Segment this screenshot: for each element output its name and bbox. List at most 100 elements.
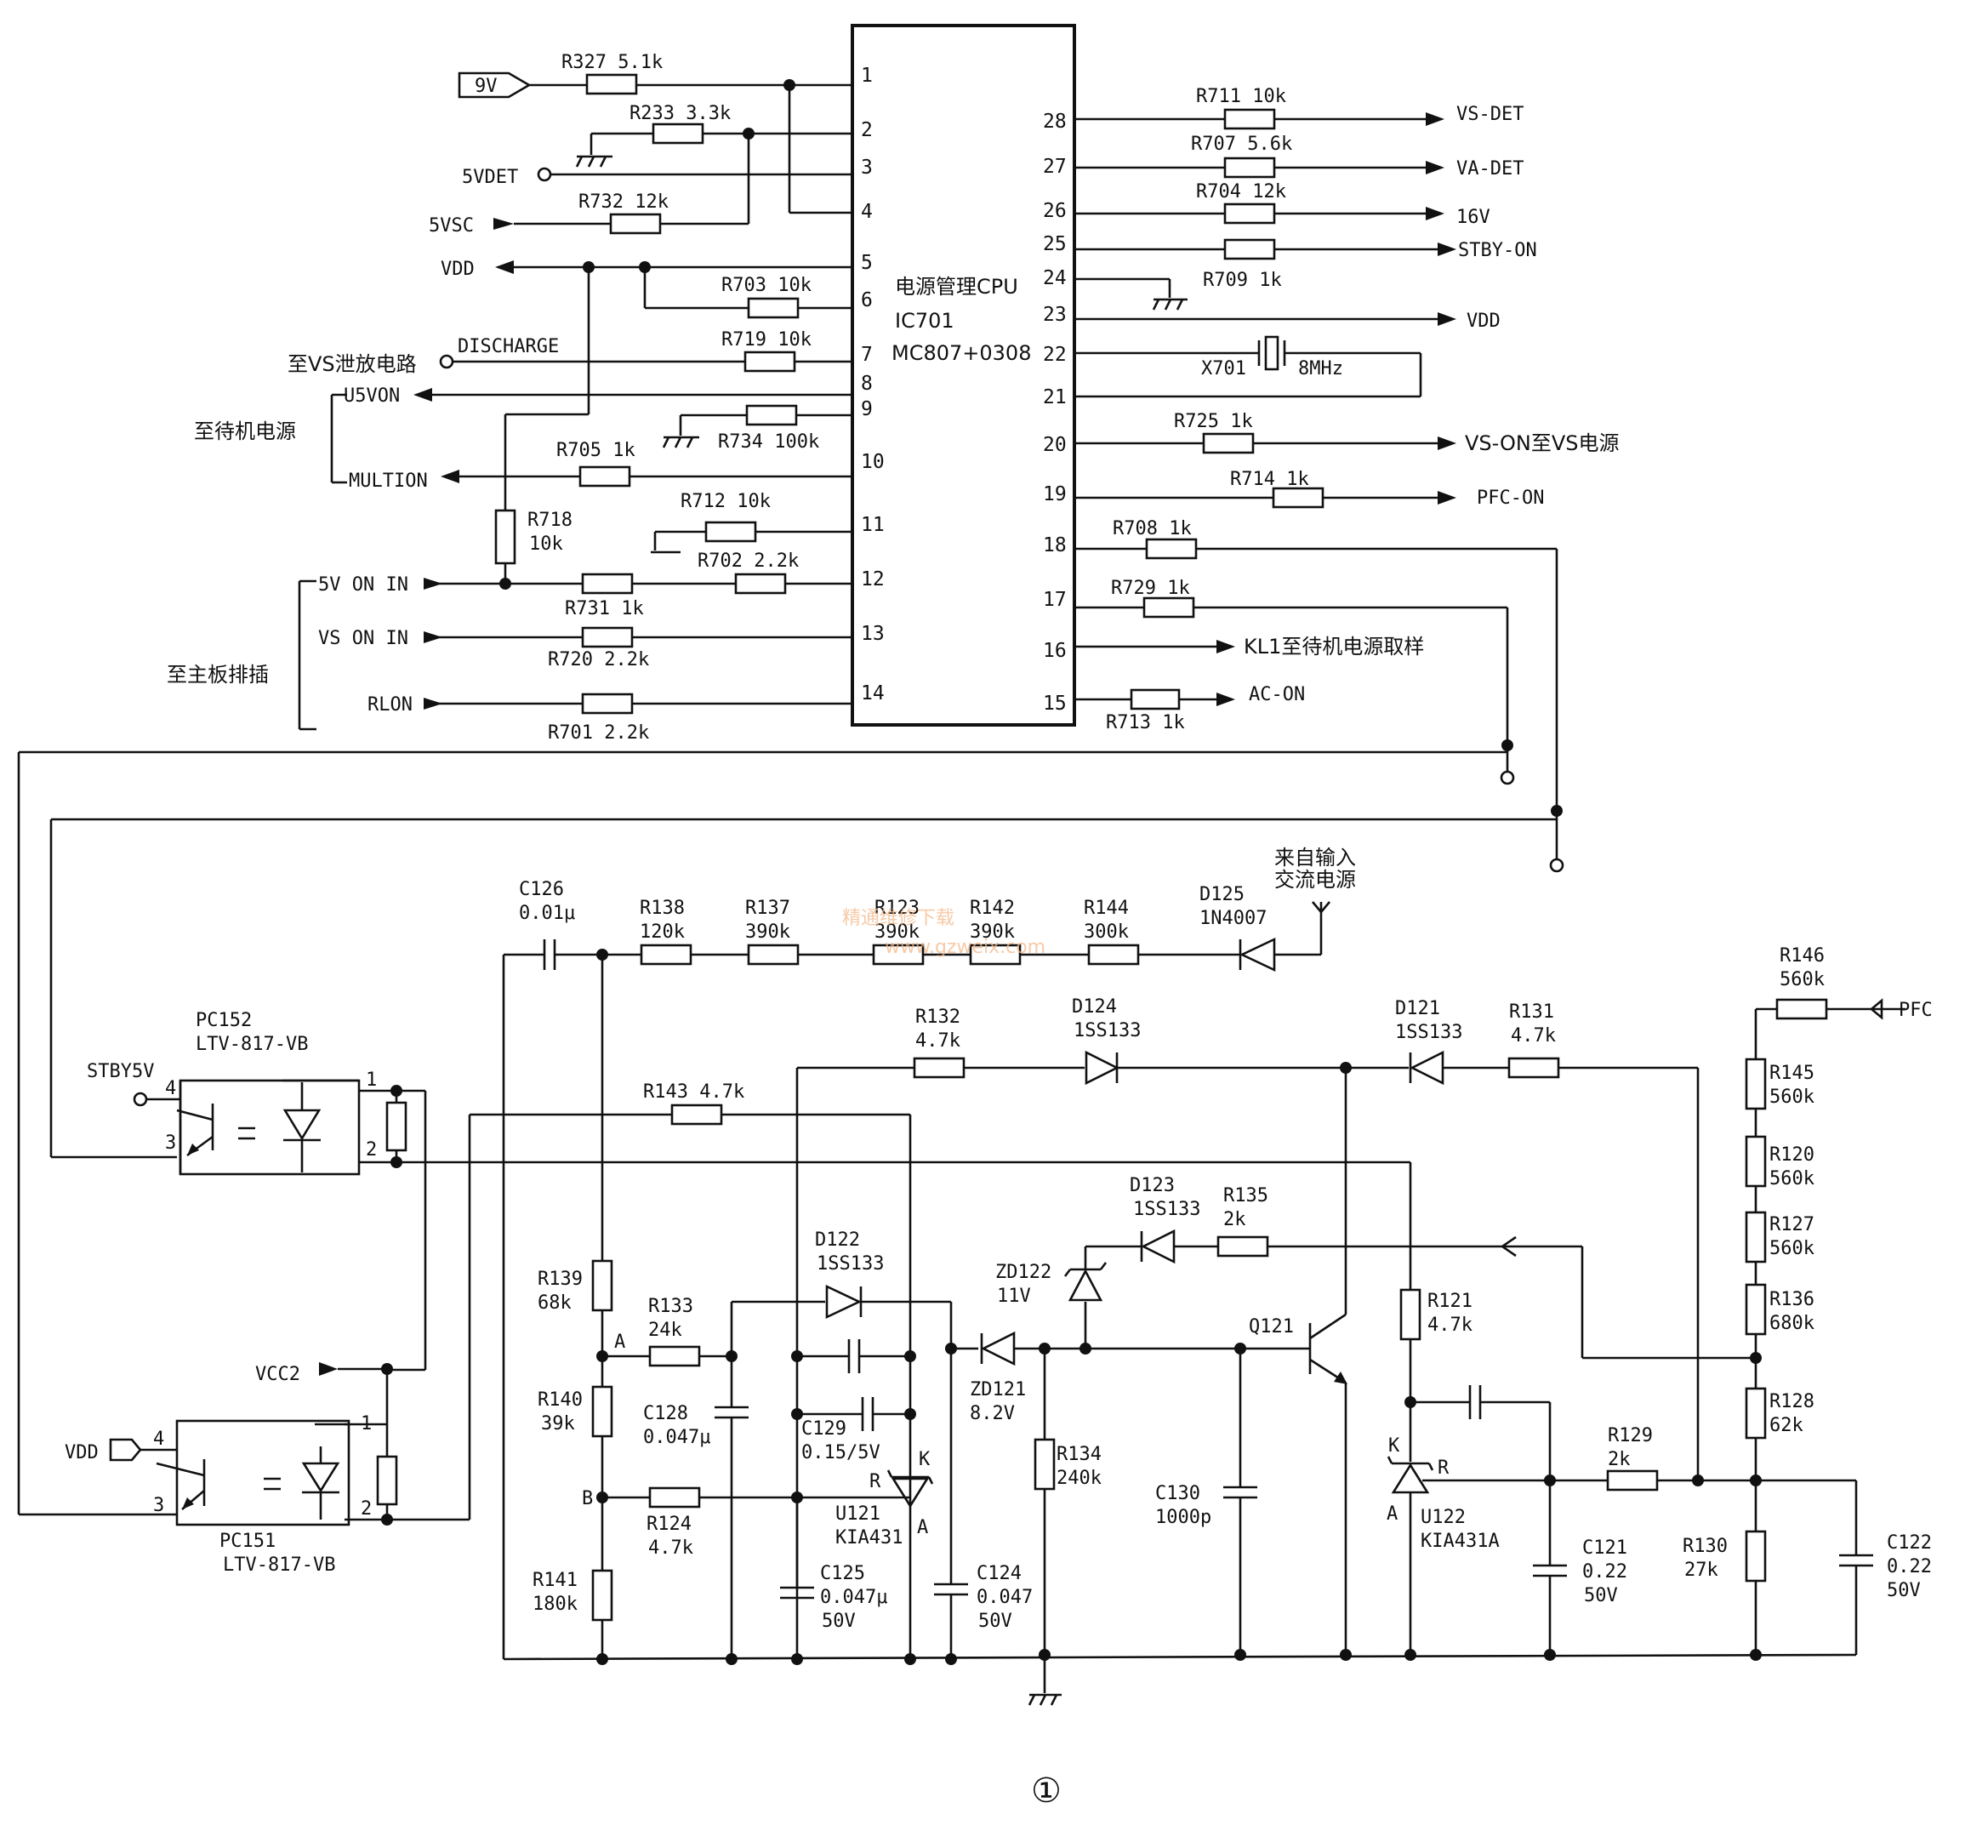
- ic-pin-3: 3: [861, 157, 873, 179]
- label-r701: R701 2.2k: [548, 722, 649, 744]
- label-r130a: R130: [1683, 1536, 1728, 1557]
- label-r718b: 10k: [529, 533, 563, 555]
- label-r714: R714 1k: [1230, 469, 1309, 490]
- label-kl1: KL1至待机电源取样: [1244, 635, 1424, 659]
- label-d125b: 1N4007: [1199, 908, 1267, 929]
- label-r734: R734 100k: [718, 431, 819, 453]
- label-zd121b: 8.2V: [970, 1403, 1015, 1424]
- label-c124a: C124: [977, 1563, 1022, 1584]
- figure-number: ①: [1031, 1771, 1062, 1811]
- label-d123a: D123: [1130, 1175, 1175, 1196]
- ic-pin-18: 18: [1043, 534, 1067, 556]
- label-pfc: PFC: [1899, 1000, 1933, 1021]
- label-16v: 16V: [1456, 207, 1490, 228]
- label-r141b: 180k: [533, 1594, 578, 1615]
- label-u121an: A: [917, 1517, 928, 1538]
- label-5v-on-in: 5V ON IN: [318, 574, 408, 596]
- ic-pin-24: 24: [1043, 267, 1067, 289]
- ic-pin-9: 9: [861, 398, 873, 420]
- ic-pin-7: 7: [861, 344, 873, 366]
- label-u122k: K: [1388, 1435, 1400, 1457]
- label-pc151b: LTV-817-VB: [223, 1554, 335, 1576]
- label-d122b: 1SS133: [817, 1253, 884, 1275]
- pc151-pin2: 2: [361, 1498, 372, 1520]
- label-to-mainboard: 至主板排插: [167, 663, 269, 687]
- label-u122r: R: [1438, 1457, 1450, 1479]
- signal-labels: 9V 5VDET 5VSC VDD 至VS泄放电路 DISCHARGE U5VO…: [65, 76, 1933, 1463]
- label-vs-on-in: VS ON IN: [318, 628, 408, 649]
- pc152-pin2: 2: [366, 1139, 377, 1161]
- label-r127b: 560k: [1769, 1238, 1814, 1259]
- label-r140a: R140: [538, 1389, 583, 1411]
- watermark-text: 精通维修下载: [842, 908, 954, 929]
- label-c125c: 50V: [822, 1611, 856, 1632]
- label-r133b: 24k: [648, 1320, 682, 1341]
- label-va-det: VA-DET: [1456, 158, 1524, 180]
- ic-pin-26: 26: [1043, 200, 1067, 222]
- label-r120a: R120: [1769, 1144, 1814, 1166]
- ic-pin-25: 25: [1043, 233, 1067, 255]
- pc152-pin3: 3: [165, 1132, 176, 1154]
- label-r725: R725 1k: [1174, 411, 1253, 432]
- label-r138b: 120k: [640, 921, 685, 943]
- ic-pin-16: 16: [1043, 640, 1067, 662]
- label-ac-in-1: 来自输入: [1274, 846, 1356, 870]
- label-c125a: C125: [820, 1563, 865, 1584]
- pc151-pin4: 4: [153, 1429, 164, 1450]
- label-c124b: 0.047: [977, 1587, 1033, 1608]
- label-r129b: 2k: [1608, 1449, 1631, 1470]
- ic-left-wiring: [298, 71, 852, 731]
- label-u121b: KIA431: [835, 1527, 903, 1549]
- label-vcc2: VCC2: [255, 1364, 300, 1385]
- label-r731: R731 1k: [565, 598, 644, 619]
- label-r704: R704 12k: [1196, 181, 1286, 202]
- label-r708: R708 1k: [1113, 518, 1192, 539]
- ic-pin-17: 17: [1043, 589, 1067, 611]
- label-r133a: R133: [648, 1296, 693, 1317]
- label-pc152a: PC152: [196, 1010, 252, 1031]
- label-r128b: 62k: [1769, 1415, 1803, 1436]
- ic-pin-28: 28: [1043, 111, 1067, 133]
- label-r129a: R129: [1608, 1425, 1653, 1446]
- label-r128a: R128: [1769, 1391, 1814, 1412]
- label-c128a: C128: [643, 1403, 688, 1424]
- label-9v: 9V: [475, 76, 498, 97]
- label-r719: R719 10k: [721, 329, 812, 351]
- ic-pin-10: 10: [861, 451, 885, 473]
- ic-pin-21: 21: [1043, 386, 1067, 408]
- label-c125b: 0.047μ: [820, 1587, 887, 1608]
- label-mhz: 8MHz: [1298, 358, 1343, 379]
- label-r233: R233 3.3k: [629, 103, 731, 124]
- label-r135a: R135: [1223, 1185, 1268, 1206]
- label-r146a: R146: [1780, 945, 1825, 967]
- component-labels: R327 5.1k R233 3.3k R732 12k R703 10k R7…: [153, 52, 1932, 1632]
- label-r705: R705 1k: [556, 440, 635, 461]
- label-d124b: 1SS133: [1074, 1020, 1141, 1041]
- pc151-pin1: 1: [361, 1413, 372, 1434]
- ic-pin-11: 11: [861, 514, 885, 536]
- label-pc151a: PC151: [219, 1531, 276, 1552]
- ic-pin-4: 4: [861, 201, 873, 223]
- ic-pin-2: 2: [861, 119, 873, 141]
- pc151-pin3: 3: [153, 1495, 164, 1516]
- ic-pin-22: 22: [1043, 344, 1067, 366]
- label-c130a: C130: [1155, 1483, 1200, 1504]
- ic-pin-14: 14: [861, 682, 885, 704]
- label-c126b: 0.01μ: [519, 903, 575, 924]
- label-r124b: 4.7k: [648, 1537, 693, 1559]
- ic-pin-1: 1: [861, 65, 873, 87]
- label-r720: R720 2.2k: [548, 649, 649, 670]
- label-r141a: R141: [533, 1570, 578, 1591]
- label-r139a: R139: [538, 1269, 583, 1290]
- watermark-url: www.gzweix.com: [885, 937, 1045, 958]
- label-r713: R713 1k: [1106, 712, 1185, 733]
- label-r136b: 680k: [1769, 1313, 1814, 1334]
- label-d122a: D122: [815, 1229, 860, 1251]
- label-to-vs-discharge: 至VS泄放电路: [288, 352, 417, 376]
- label-d123b: 1SS133: [1133, 1199, 1200, 1220]
- label-q121: Q121: [1249, 1316, 1294, 1338]
- label-r137b: 390k: [745, 921, 790, 943]
- label-r146b: 560k: [1780, 969, 1825, 990]
